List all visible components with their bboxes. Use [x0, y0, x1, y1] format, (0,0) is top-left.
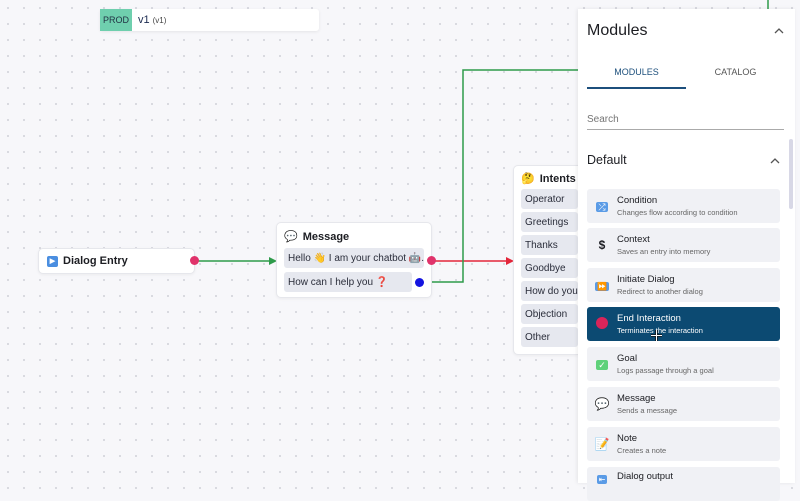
node-title: Intents — [539, 172, 576, 185]
output-port[interactable] — [427, 256, 436, 265]
panel-title: Modules — [587, 22, 648, 39]
node-title: Dialog Entry — [63, 255, 128, 267]
speech-bubble-icon: 💬 — [594, 397, 610, 411]
output-port[interactable] — [190, 256, 199, 265]
move-cursor-icon — [651, 330, 662, 341]
module-title: Dialog output — [617, 471, 673, 482]
message-item[interactable]: Hello 👋 I am your chatbot 🤖... — [284, 248, 424, 268]
edge-arrow — [269, 257, 277, 265]
module-desc: Changes flow according to condition — [617, 208, 738, 217]
dialog-entry-node[interactable]: ▶ Dialog Entry — [38, 248, 195, 274]
modules-panel: Modules MODULES CATALOG Default ⤮ Conditi… — [578, 9, 795, 501]
memo-icon: 📝 — [594, 437, 610, 451]
module-title: Goal — [617, 353, 638, 364]
red-circle-icon — [587, 316, 617, 332]
check-icon: ✓ — [596, 360, 608, 370]
module-desc: Redirect to another dialog — [617, 287, 703, 296]
module-title: Note — [617, 433, 638, 444]
module-desc: Logs passage through a goal — [617, 366, 714, 375]
module-dialog-output[interactable]: ⇤ Dialog output — [587, 467, 780, 501]
collapse-panel-icon[interactable] — [774, 28, 784, 34]
collapse-section-icon[interactable] — [770, 158, 780, 164]
module-title: Initiate Dialog — [617, 274, 675, 285]
module-desc: Sends a message — [617, 406, 678, 415]
fast-forward-icon: ⏩ — [595, 282, 609, 291]
tab-catalog[interactable]: CATALOG — [714, 67, 757, 77]
version-sub: (v1) — [152, 15, 167, 25]
output-port[interactable] — [415, 278, 424, 287]
intent-item[interactable]: Goodbye — [521, 258, 578, 278]
module-title: End Interaction — [617, 313, 681, 324]
intent-item[interactable]: How do you — [521, 281, 578, 301]
edge-arrow — [506, 257, 514, 265]
version-badge[interactable]: PROD v1 (v1) — [100, 9, 319, 31]
speech-bubble-icon: 💬 — [284, 231, 298, 243]
play-icon: ▶ — [47, 255, 58, 267]
version-name: v1 — [138, 14, 150, 26]
output-icon: ⇤ — [596, 475, 608, 484]
module-title: Condition — [617, 195, 658, 206]
intent-item[interactable]: Operator — [521, 189, 578, 209]
env-badge: PROD — [100, 9, 132, 31]
module-title: Message — [617, 393, 656, 404]
intent-item[interactable]: Objection — [521, 304, 578, 324]
intents-node[interactable]: 🤔 Intents Operator Greetings Thanks Goodb… — [513, 165, 578, 355]
scrollbar[interactable] — [789, 139, 793, 209]
intent-item[interactable]: Thanks — [521, 235, 578, 255]
search-input[interactable] — [587, 110, 784, 130]
module-desc: Creates a note — [617, 446, 667, 455]
edges — [195, 0, 769, 283]
tab-modules[interactable]: MODULES — [587, 67, 686, 89]
section-title: Default — [587, 153, 627, 167]
thinking-face-icon: 🤔 — [521, 173, 535, 185]
intent-item[interactable]: Greetings — [521, 212, 578, 232]
dollar-icon: $ — [598, 238, 606, 252]
edge-message-offscreen — [419, 69, 580, 283]
message-item[interactable]: How can I help you ❓ — [284, 272, 412, 292]
module-title: Context — [617, 234, 650, 245]
intent-item[interactable]: Other — [521, 327, 578, 347]
node-title: Message — [302, 230, 350, 243]
module-desc: Terminates the interaction — [617, 326, 703, 335]
message-node[interactable]: 💬Message Hello 👋 I am your chatbot 🤖... … — [276, 222, 432, 298]
shuffle-icon: ⤮ — [596, 202, 608, 212]
module-desc: Saves an entry into memory — [617, 247, 711, 256]
